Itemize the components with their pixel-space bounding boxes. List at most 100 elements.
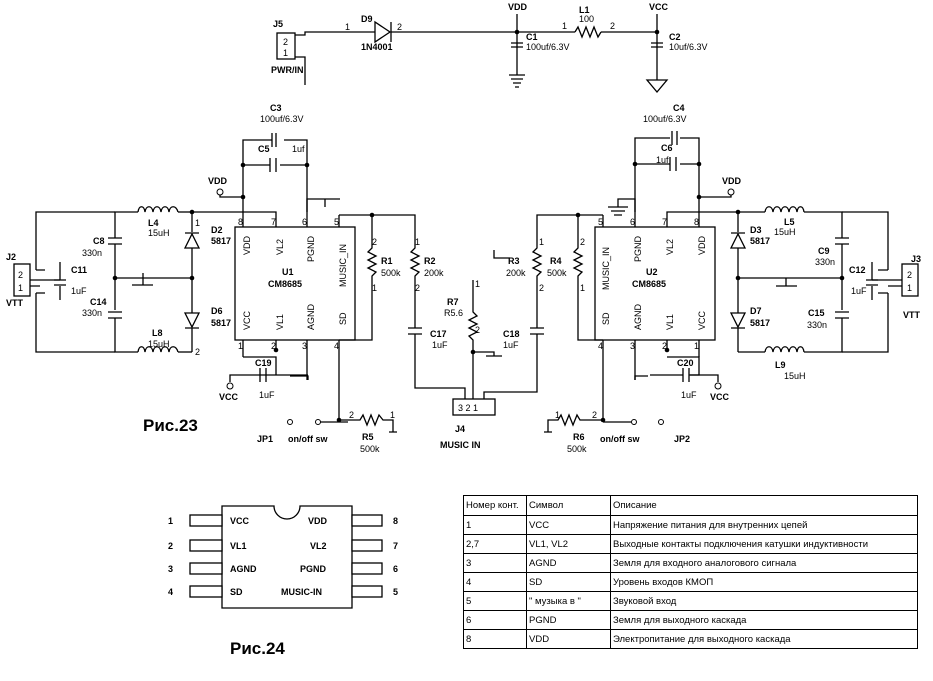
l4-value: 15uH bbox=[148, 228, 170, 238]
table-cell: 6 bbox=[463, 610, 527, 630]
ic-package bbox=[221, 505, 353, 609]
c12-value: 1uF bbox=[851, 286, 867, 296]
j2-stubs bbox=[36, 269, 45, 294]
pin-description-table: Номер конт. Символ Описание 1 VCC Напряж… bbox=[463, 495, 918, 649]
table-cell: 1 bbox=[463, 515, 527, 535]
r2-pin2: 2 bbox=[415, 283, 420, 293]
table-cell: AGND bbox=[526, 553, 611, 573]
pinout-num-5: 5 bbox=[393, 587, 398, 597]
j2-pin1: 1 bbox=[18, 283, 23, 293]
junction-dot bbox=[664, 347, 670, 353]
u2-pin3: 3 bbox=[630, 341, 635, 351]
table-cell: VCC bbox=[526, 515, 611, 535]
vcc-wire-left bbox=[243, 356, 308, 376]
table-cell: Напряжение питания для внутренних цепей bbox=[610, 515, 918, 535]
r3-resistor bbox=[531, 240, 543, 328]
d3-wire bbox=[731, 232, 745, 288]
l1-label: L1 bbox=[579, 5, 590, 15]
j3-pin1: 1 bbox=[907, 283, 912, 293]
junction-dot bbox=[632, 161, 638, 167]
c4-wire bbox=[634, 137, 700, 212]
d6-diode bbox=[183, 312, 201, 329]
u1-pin-music-in: MUSIC_IN bbox=[338, 244, 348, 287]
c1-value: 100uf/6.3V bbox=[526, 42, 570, 52]
c6-label: C6 bbox=[661, 143, 673, 153]
pinout-num-6: 6 bbox=[393, 564, 398, 574]
r5-label: R5 bbox=[362, 432, 374, 442]
d6-wire2 bbox=[185, 327, 199, 352]
u1-pin-stubs bbox=[242, 212, 340, 380]
c19-label: C19 bbox=[255, 358, 272, 368]
pinout-name-vl1: VL1 bbox=[230, 541, 247, 551]
l4-label: L4 bbox=[148, 218, 159, 228]
vdd-wire-right bbox=[699, 189, 732, 198]
table-cell: Выходные контакты подключения катушки ин… bbox=[610, 534, 918, 554]
l1-pin1: 1 bbox=[562, 21, 567, 31]
r5-pin1: 1 bbox=[390, 410, 395, 420]
table-cell: 2,7 bbox=[463, 534, 527, 554]
pinout-num-8: 8 bbox=[393, 516, 398, 526]
c5-label: C5 bbox=[258, 144, 270, 154]
pinout-num-2: 2 bbox=[168, 541, 173, 551]
r2-value: 200k bbox=[424, 268, 444, 278]
r7-value: R5.6 bbox=[444, 308, 463, 318]
table-header-row: Номер конт. Символ Описание bbox=[463, 495, 918, 516]
r7-resistor bbox=[467, 280, 479, 399]
l5-wire2 bbox=[804, 211, 843, 238]
ground-icon bbox=[645, 79, 669, 94]
pinout-num-3: 3 bbox=[168, 564, 173, 574]
u2-pin1: 1 bbox=[694, 341, 699, 351]
c3-wire bbox=[242, 139, 308, 212]
table-cell: Звуковой вход bbox=[610, 591, 918, 611]
junction-dot bbox=[696, 161, 702, 167]
u2-pin-music-in: MUSIC_IN bbox=[601, 247, 611, 290]
pinout-name-music-in: MUSIC-IN bbox=[281, 587, 322, 597]
d2-value: 5817 bbox=[211, 236, 231, 246]
u2-pin-sd: SD bbox=[601, 312, 611, 325]
j3-wires bbox=[842, 211, 889, 353]
pin-lead bbox=[351, 585, 383, 598]
c8-capacitor bbox=[108, 237, 122, 310]
r4-pin2: 2 bbox=[580, 237, 585, 247]
r6-pin1: 1 bbox=[555, 410, 560, 420]
junction-dot bbox=[514, 29, 520, 35]
table-row: 1 VCC Напряжение питания для внутренних … bbox=[463, 515, 918, 535]
sd-wire-left bbox=[338, 352, 348, 421]
c17-value: 1uF bbox=[432, 340, 448, 350]
figure-23-caption: Рис.23 bbox=[143, 416, 198, 435]
junction-dot bbox=[189, 275, 195, 281]
c18-label: C18 bbox=[503, 329, 520, 339]
center-ground bbox=[473, 351, 502, 357]
j2-pin2: 2 bbox=[18, 270, 23, 280]
u1-chip bbox=[234, 226, 356, 341]
r3-label: R3 bbox=[508, 256, 520, 266]
u2-label: U2 bbox=[646, 267, 658, 277]
l5-value: 15uH bbox=[774, 227, 796, 237]
d9-pin1: 1 bbox=[345, 22, 350, 32]
l1-inductor bbox=[574, 25, 602, 39]
u2-pin7: 7 bbox=[662, 217, 667, 227]
r1-resistor bbox=[339, 215, 378, 341]
c4-capacitor bbox=[671, 131, 678, 145]
junction-dot bbox=[600, 417, 606, 423]
table-row: 5 " музыка в " Звуковой вход bbox=[463, 591, 918, 611]
d3-diode bbox=[729, 232, 747, 249]
u1-pin7: 7 bbox=[271, 217, 276, 227]
c14-value: 330n bbox=[82, 308, 102, 318]
d9-diode bbox=[374, 20, 392, 44]
u2-pin4: 4 bbox=[598, 341, 603, 351]
c8-value: 330n bbox=[82, 248, 102, 258]
c3-value: 100uf/6.3V bbox=[260, 114, 304, 124]
d2-pin1: 1 bbox=[195, 218, 200, 228]
j5-return-wire bbox=[295, 56, 306, 85]
l4-inductor bbox=[137, 206, 179, 213]
u1-pin3: 3 bbox=[302, 341, 307, 351]
j5-label: J5 bbox=[273, 19, 283, 29]
j4-name: MUSIC IN bbox=[440, 440, 481, 450]
c14-capacitor bbox=[108, 311, 122, 319]
pinout-name-vl2: VL2 bbox=[310, 541, 327, 551]
c4-label: C4 bbox=[673, 103, 685, 113]
column-header: Описание bbox=[610, 495, 918, 516]
j2-label: J2 bbox=[6, 252, 16, 262]
jp1-terminal bbox=[287, 419, 293, 425]
